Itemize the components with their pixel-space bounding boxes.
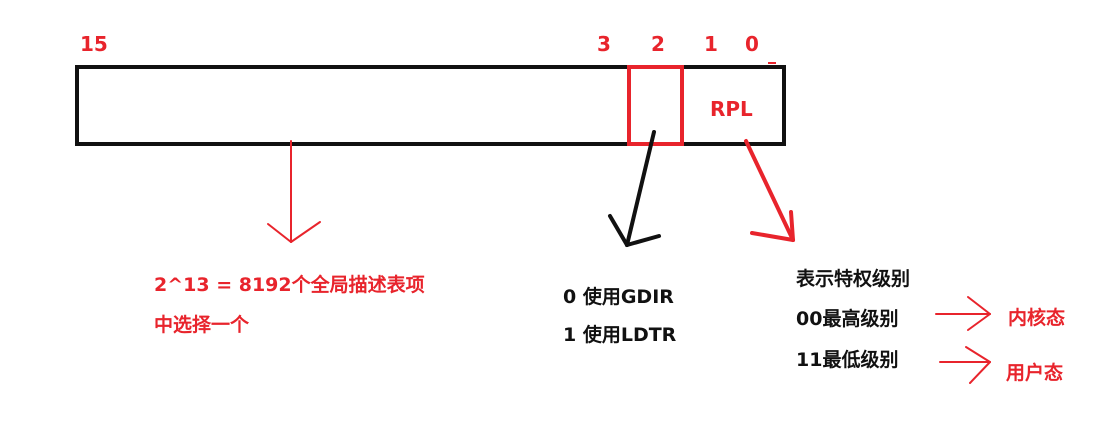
selector-register-box xyxy=(75,65,786,146)
user-mode-label: 用户态 xyxy=(1006,362,1064,384)
rpl-note-row1: 00最高级别 xyxy=(796,308,899,330)
index-note-line2: 中选择一个 xyxy=(154,314,250,336)
index-note-line1: 2^13 = 8192个全局描述表项 xyxy=(154,274,425,296)
ti-bit-highlight xyxy=(627,65,684,146)
rpl-label: RPL xyxy=(710,97,753,121)
kernel-mode-label: 内核态 xyxy=(1008,307,1066,329)
user-mode-arrow xyxy=(939,346,991,384)
rpl-arrow xyxy=(744,139,795,242)
ti-arrow xyxy=(608,130,661,247)
ti-note-line1: 0 使用GDIR xyxy=(563,286,674,308)
ti-note-line2: 1 使用LDTR xyxy=(563,324,677,346)
bit-1-label: 1 xyxy=(704,32,718,56)
index-arrow xyxy=(267,140,321,243)
kernel-mode-arrow xyxy=(935,296,991,331)
bit-0-label: 0 xyxy=(745,32,759,56)
bit-15-label: 15 xyxy=(80,32,108,56)
rpl-note-title: 表示特权级别 xyxy=(796,268,911,290)
bit-2-label: 2 xyxy=(651,32,665,56)
rpl-note-row2: 11最低级别 xyxy=(796,349,899,371)
bit-3-label: 3 xyxy=(597,32,611,56)
